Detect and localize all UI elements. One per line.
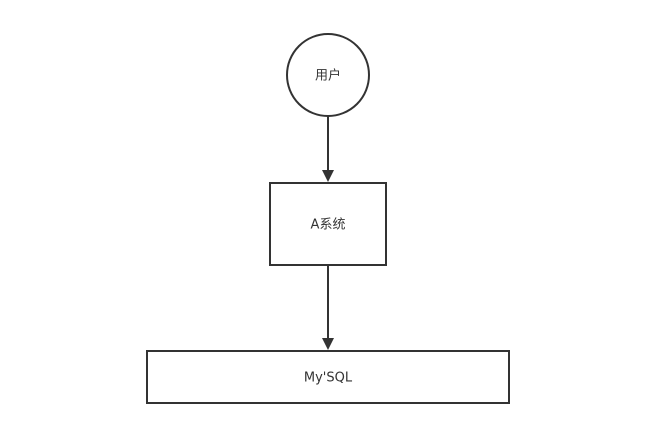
node-system-a-shape bbox=[269, 182, 387, 266]
node-user-label: 用户 bbox=[315, 68, 341, 84]
node-user: 用户 bbox=[286, 33, 370, 117]
node-system-a: A系统 bbox=[269, 182, 387, 266]
node-database: My'SQL bbox=[146, 350, 510, 404]
node-database-label: My'SQL bbox=[304, 371, 353, 386]
node-system-a-label: A系统 bbox=[311, 218, 346, 233]
node-user-shape bbox=[286, 33, 370, 117]
node-database-shape bbox=[146, 350, 510, 404]
